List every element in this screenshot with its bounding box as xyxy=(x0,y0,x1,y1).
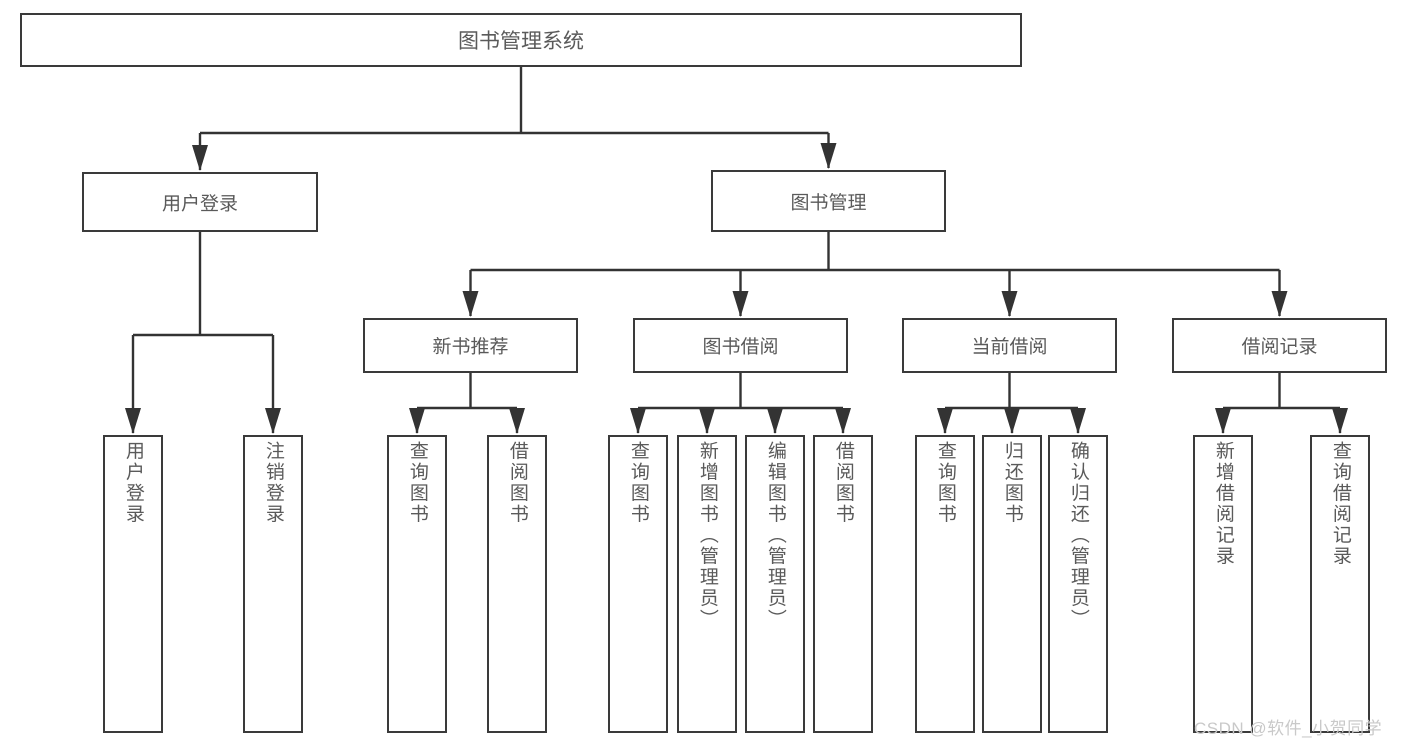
node-new-book-recommend[interactable]: 新书推荐 xyxy=(363,318,578,373)
node-root[interactable]: 图书管理系统 xyxy=(20,13,1022,67)
arrow-to-leaf-add-record xyxy=(1215,408,1231,434)
node-leaf-query-book-3-label: 查询图书 xyxy=(934,441,956,525)
node-current-borrow-label: 当前借阅 xyxy=(971,337,1048,358)
node-book-manage[interactable]: 图书管理 xyxy=(711,170,946,232)
arrow-to-book-manage xyxy=(820,143,837,169)
node-leaf-add-record-label: 新增借阅记录 xyxy=(1212,441,1234,567)
arrow-to-leaf-borrow-book-2 xyxy=(835,408,851,434)
node-leaf-confirm-return-label: 确认归还（管理员） xyxy=(1067,441,1089,630)
arrow-to-leaf-borrow-book-1 xyxy=(509,408,525,434)
node-leaf-edit-book-label: 编辑图书（管理员） xyxy=(764,441,786,630)
node-current-borrow[interactable]: 当前借阅 xyxy=(902,318,1117,373)
node-leaf-query-book-2-label: 查询图书 xyxy=(627,441,649,525)
arrow-to-leaf-query-book-2 xyxy=(630,408,646,434)
node-new-book-recommend-label: 新书推荐 xyxy=(432,337,509,358)
node-leaf-return-book[interactable]: 归还图书 xyxy=(982,435,1042,733)
arrow-to-leaf-return-book xyxy=(1004,408,1020,434)
arrow-to-leaf-add-book xyxy=(699,408,715,434)
arrow-to-leaf-user-logout xyxy=(265,408,281,434)
node-book-manage-label: 图书管理 xyxy=(790,192,867,214)
node-borrow-record[interactable]: 借阅记录 xyxy=(1172,318,1387,373)
arrow-to-book-borrow xyxy=(732,291,749,317)
node-leaf-query-book-3[interactable]: 查询图书 xyxy=(915,435,975,733)
arrow-to-leaf-query-book-3 xyxy=(937,408,953,434)
node-leaf-user-logout-label: 注销登录 xyxy=(262,441,284,525)
node-leaf-query-book-1-label: 查询图书 xyxy=(406,441,428,525)
arrow-to-borrow-record xyxy=(1271,291,1288,317)
arrow-to-leaf-user-login xyxy=(125,408,141,434)
node-leaf-borrow-book-2-label: 借阅图书 xyxy=(832,441,854,525)
arrow-to-leaf-query-book-1 xyxy=(409,408,425,434)
node-leaf-confirm-return[interactable]: 确认归还（管理员） xyxy=(1048,435,1108,733)
node-leaf-user-logout[interactable]: 注销登录 xyxy=(243,435,303,733)
node-leaf-add-record[interactable]: 新增借阅记录 xyxy=(1193,435,1253,733)
node-leaf-add-book-label: 新增图书（管理员） xyxy=(696,441,718,630)
node-leaf-add-book[interactable]: 新增图书（管理员） xyxy=(677,435,737,733)
node-leaf-borrow-book-2[interactable]: 借阅图书 xyxy=(813,435,873,733)
node-leaf-user-login[interactable]: 用户登录 xyxy=(103,435,163,733)
arrow-to-current-borrow xyxy=(1001,291,1018,317)
node-leaf-query-record[interactable]: 查询借阅记录 xyxy=(1310,435,1370,733)
arrow-to-user-login xyxy=(192,145,208,171)
node-leaf-query-record-label: 查询借阅记录 xyxy=(1329,441,1351,567)
arrow-to-leaf-edit-book xyxy=(767,408,783,434)
node-leaf-return-book-label: 归还图书 xyxy=(1001,441,1023,525)
node-book-borrow[interactable]: 图书借阅 xyxy=(633,318,848,373)
csdn-watermark: CSDN @软件_小贺同学 xyxy=(1194,719,1383,738)
node-user-login-label: 用户登录 xyxy=(161,193,238,215)
node-leaf-query-book-2[interactable]: 查询图书 xyxy=(608,435,668,733)
node-borrow-record-label: 借阅记录 xyxy=(1241,337,1318,358)
node-user-login[interactable]: 用户登录 xyxy=(82,172,318,232)
arrow-to-new-book-recommend xyxy=(462,291,479,317)
node-leaf-query-book-1[interactable]: 查询图书 xyxy=(387,435,447,733)
node-leaf-user-login-label: 用户登录 xyxy=(122,441,144,525)
node-leaf-borrow-book-1[interactable]: 借阅图书 xyxy=(487,435,547,733)
arrow-to-leaf-query-record xyxy=(1332,408,1348,434)
node-leaf-edit-book[interactable]: 编辑图书（管理员） xyxy=(745,435,805,733)
arrow-to-leaf-confirm-return xyxy=(1070,408,1086,434)
node-leaf-borrow-book-1-label: 借阅图书 xyxy=(506,441,528,525)
node-root-label: 图书管理系统 xyxy=(458,30,584,53)
node-book-borrow-label: 图书借阅 xyxy=(702,337,779,358)
